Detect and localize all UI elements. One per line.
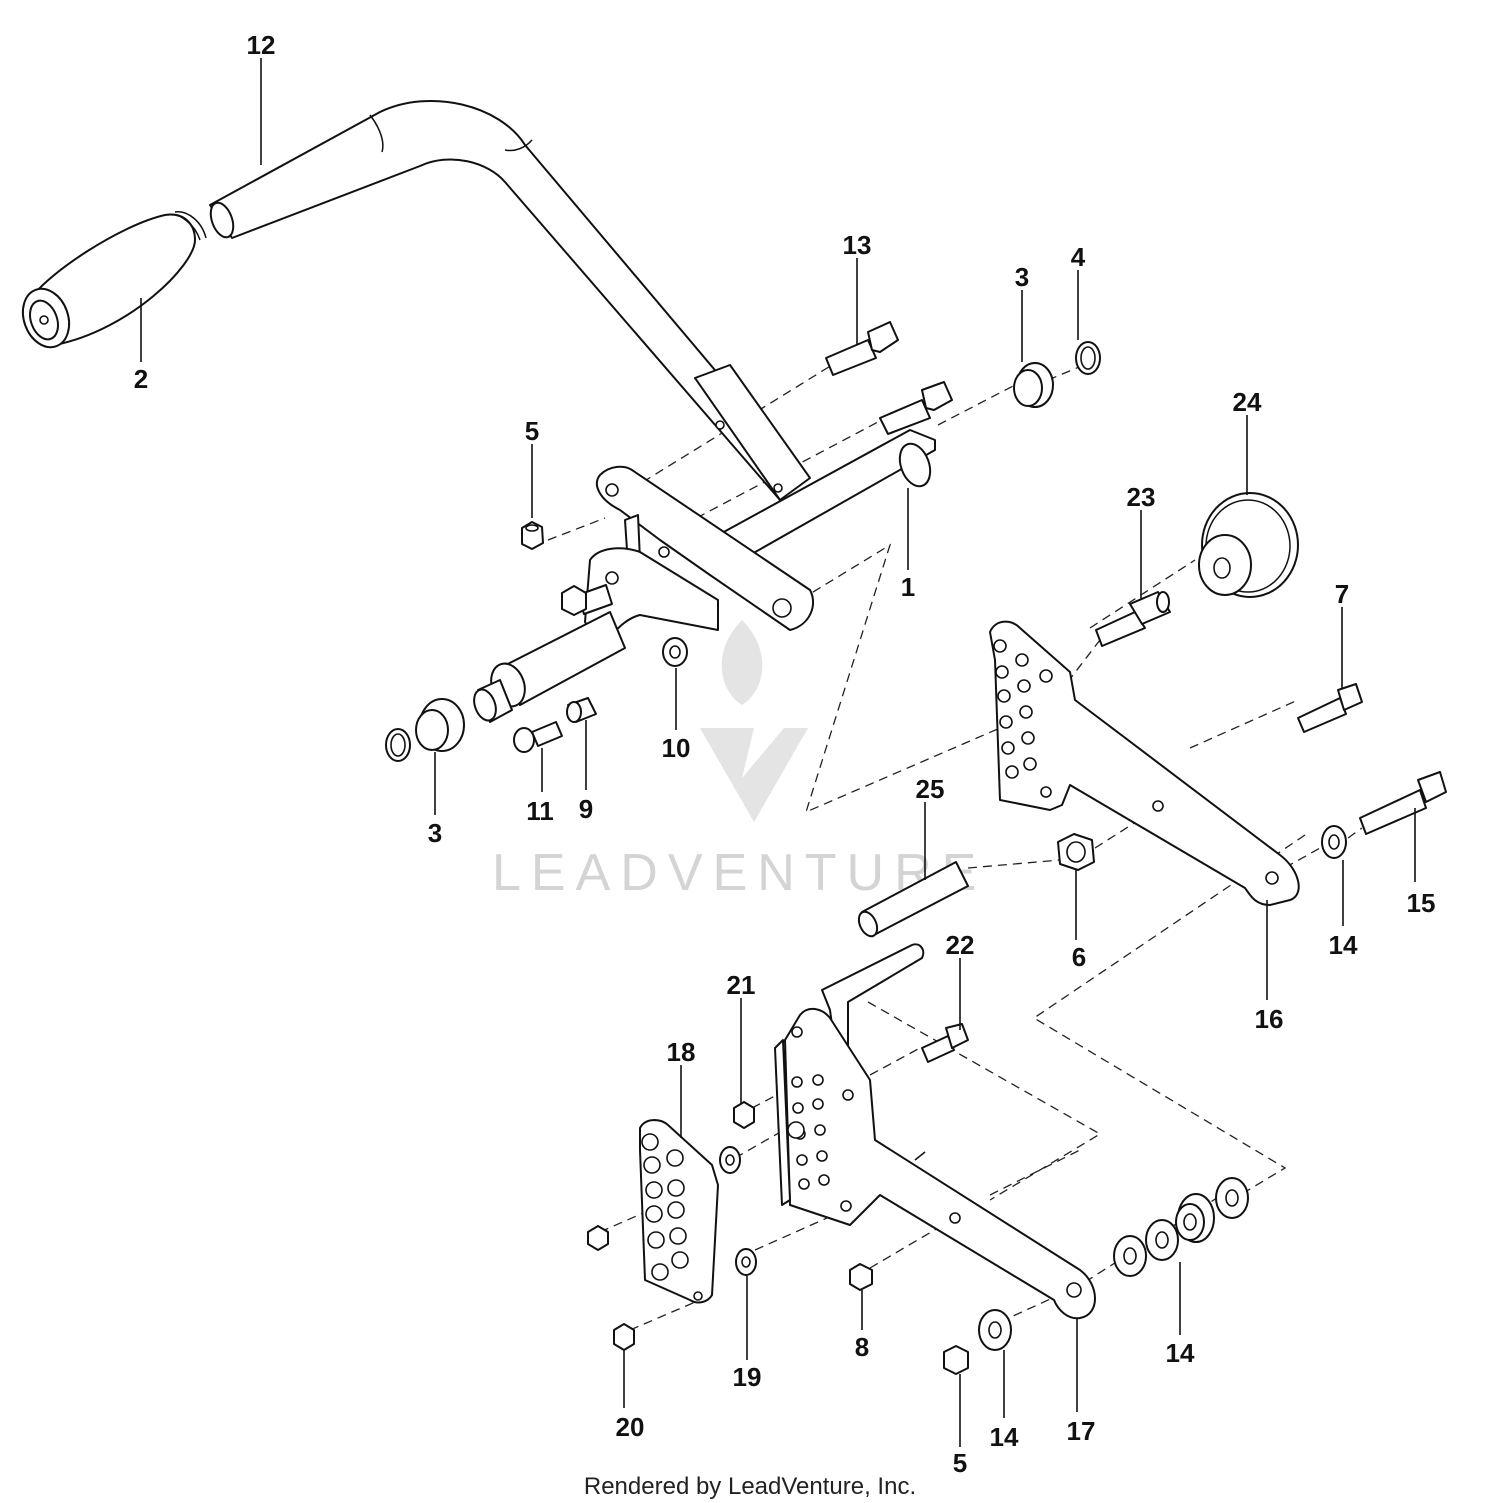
part-8-nut (849, 1263, 873, 1291)
callout-5-lower: 5 (953, 1448, 967, 1478)
callout-4: 4 (1071, 242, 1086, 272)
callout-15: 15 (1407, 888, 1436, 918)
part-3-bushing-upper (1013, 362, 1054, 408)
callout-20: 20 (616, 1412, 645, 1442)
callout-17: 17 (1067, 1416, 1096, 1446)
callout-19: 19 (733, 1362, 762, 1392)
part-17-bracket (774, 943, 1096, 1320)
callout-16: 16 (1255, 1004, 1284, 1034)
part-5-locknut-lower (943, 1345, 969, 1375)
part-4-snap-ring (1075, 341, 1101, 375)
callout-25: 25 (916, 774, 945, 804)
callout-7: 7 (1335, 579, 1349, 609)
part-21-locknut (733, 1101, 755, 1129)
part-9-spacer (566, 697, 597, 723)
part-2-hand-grip (21, 211, 207, 349)
part-20-nut (613, 1323, 635, 1351)
part-22-bolt (921, 1023, 969, 1063)
callout-11: 11 (526, 796, 554, 826)
callout-3-lower: 3 (428, 818, 442, 848)
callout-5-upper: 5 (525, 416, 539, 446)
part-washer-18 (719, 1146, 741, 1174)
part-nut-left (587, 1225, 609, 1251)
callout-13: 13 (843, 230, 872, 260)
callout-9: 9 (579, 794, 593, 824)
callout-22: 22 (946, 930, 975, 960)
callout-18: 18 (667, 1037, 696, 1067)
callout-8: 8 (855, 1332, 869, 1362)
callout-21: 21 (727, 970, 756, 1000)
callout-10: 10 (662, 733, 691, 763)
callout-6: 6 (1072, 942, 1086, 972)
part-7-bolt (1297, 683, 1363, 733)
part-16-plate (989, 620, 1300, 906)
leader-lines (140, 58, 1416, 1447)
watermark-text: LEADVENTURE (492, 844, 986, 902)
callout-14-stack: 14 (1166, 1338, 1195, 1368)
part-14-washer-stack (1113, 1177, 1249, 1277)
part-12-handle-tube (209, 100, 811, 501)
part-snap-ring-lower (385, 728, 411, 762)
part-11-bolt (513, 721, 563, 753)
part-bolt-upper (879, 381, 953, 435)
callout-23: 23 (1127, 482, 1156, 512)
part-19-washer (735, 1248, 757, 1276)
callout-labels: 12 2 13 3 4 5 24 23 1 7 10 25 3 11 9 15 … (134, 30, 1436, 1478)
callout-12: 12 (247, 30, 276, 60)
part-1-control-arm (473, 429, 936, 723)
part-14-washer-right (1321, 825, 1347, 859)
part-5-locknut-upper (521, 521, 544, 550)
watermark-logo (700, 620, 808, 822)
render-credit: Rendered by LeadVenture, Inc. (584, 1473, 916, 1500)
part-3-bushing-lower (415, 698, 465, 752)
part-18-pedal-pad (639, 1119, 719, 1304)
part-nut-shaft (561, 585, 587, 616)
callout-1: 1 (901, 572, 915, 602)
part-6-nut (1057, 833, 1095, 871)
part-23-pin (1095, 591, 1171, 647)
part-13-bolt (825, 321, 899, 376)
callout-24: 24 (1233, 387, 1262, 417)
callout-14-lower: 14 (990, 1422, 1019, 1452)
part-10-star-washer (662, 637, 688, 667)
callout-2: 2 (134, 364, 148, 394)
callout-14-right: 14 (1329, 930, 1358, 960)
part-15-bolt (1359, 771, 1447, 835)
part-24-knob (1198, 492, 1299, 598)
callout-3-upper: 3 (1015, 262, 1029, 292)
part-14-washer-lower (978, 1309, 1012, 1351)
